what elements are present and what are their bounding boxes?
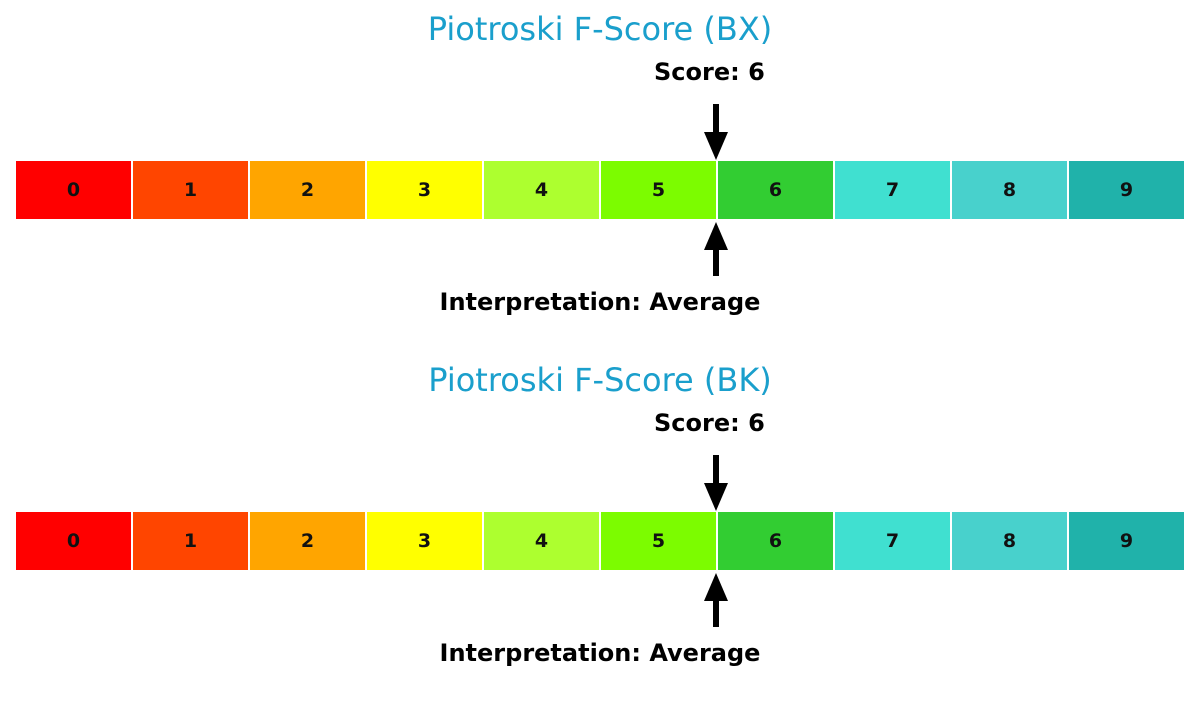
segment-label: 1 [183,179,198,201]
segment-label: 5 [651,179,666,201]
segment-2: 2 [250,512,367,570]
segment-9: 9 [1069,512,1184,570]
segment-label: 3 [417,179,432,201]
arrow-up-icon [704,222,728,276]
segment-label: 5 [651,530,666,552]
segment-3: 3 [367,161,484,219]
arrow-up-icon [704,573,728,627]
segment-label: 9 [1119,530,1134,552]
segment-5: 5 [601,512,718,570]
gauge-bx: Piotroski F-Score (BX) Score: 6 0 1 2 3 … [0,10,1200,316]
segment-6: 6 [718,512,835,570]
segment-8: 8 [952,512,1069,570]
segment-label: 6 [768,179,783,201]
segment-1: 1 [133,161,250,219]
interpretation-label: Interpretation: Average [0,639,1200,667]
segment-4: 4 [484,512,601,570]
segment-label: 0 [66,530,81,552]
segment-label: 7 [885,530,900,552]
segment-label: 2 [300,530,315,552]
interpretation-text: Interpretation: Average [439,288,761,316]
segment-7: 7 [835,512,952,570]
arrow-down-icon [704,104,728,160]
segment-label: 8 [1002,530,1017,552]
segment-0: 0 [16,512,133,570]
segment-label: 4 [534,179,549,201]
score-label: Score: 6 [654,409,765,437]
interpretation-label: Interpretation: Average [0,288,1200,316]
segment-label: 8 [1002,179,1017,201]
segment-label: 7 [885,179,900,201]
segment-7: 7 [835,161,952,219]
segment-4: 4 [484,161,601,219]
segment-8: 8 [952,161,1069,219]
segment-1: 1 [133,512,250,570]
segment-6: 6 [718,161,835,219]
segment-label: 3 [417,530,432,552]
segment-9: 9 [1069,161,1184,219]
score-label: Score: 6 [654,58,765,86]
segment-label: 4 [534,530,549,552]
segment-label: 6 [768,530,783,552]
gauge-bk: Piotroski F-Score (BK) Score: 6 0 1 2 3 … [0,351,1200,702]
score-bar: 0 1 2 3 4 5 6 7 8 9 [16,161,1184,219]
segment-0: 0 [16,161,133,219]
segment-2: 2 [250,161,367,219]
segment-label: 2 [300,179,315,201]
chart-title: Piotroski F-Score (BK) [428,361,772,399]
score-bar: 0 1 2 3 4 5 6 7 8 9 [16,512,1184,570]
chart-title: Piotroski F-Score (BX) [427,10,773,48]
interpretation-text: Interpretation: Average [439,639,761,667]
segment-label: 0 [66,179,81,201]
arrow-down-icon [704,455,728,511]
segment-label: 1 [183,530,198,552]
segment-5: 5 [601,161,718,219]
segment-3: 3 [367,512,484,570]
segment-label: 9 [1119,179,1134,201]
